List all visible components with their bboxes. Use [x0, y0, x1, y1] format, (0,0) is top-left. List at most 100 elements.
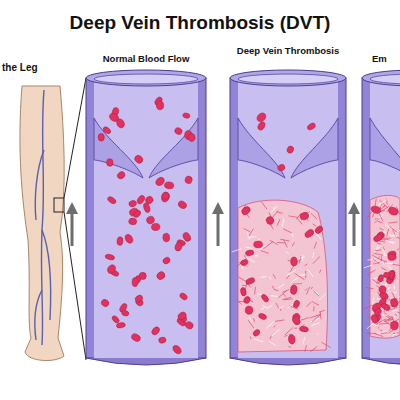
fibrin-strand [272, 286, 275, 290]
fibrin-strand [381, 239, 390, 241]
fibrin-strand [249, 317, 252, 322]
red-blood-cell [98, 133, 105, 141]
vein-line [41, 90, 44, 345]
red-blood-cell [130, 332, 141, 342]
fibrin-strand [277, 219, 280, 226]
fibrin-strand [373, 259, 380, 264]
leg-illustration [20, 78, 86, 361]
fibrin-strand [321, 342, 330, 347]
red-blood-cell [179, 292, 189, 301]
fibrin-strand [248, 236, 257, 238]
valve-flap [94, 118, 143, 178]
red-blood-cell [160, 191, 171, 203]
red-blood-cell [121, 310, 129, 317]
red-blood-cell [245, 249, 254, 256]
fibrin-strand [367, 333, 376, 334]
fibrin-strand [307, 302, 312, 307]
fibrin-strand [288, 260, 291, 261]
fibrin-strand [278, 284, 284, 288]
fibrin-strand [268, 305, 273, 308]
red-blood-cell [184, 321, 194, 331]
red-blood-cell [387, 253, 396, 261]
red-blood-cell [182, 231, 192, 242]
panel-heading: Em [372, 54, 398, 65]
fibrin-strand [301, 318, 309, 321]
red-blood-cell [254, 241, 263, 248]
red-blood-cell [145, 215, 155, 225]
red-blood-cell [245, 277, 256, 286]
vein-wall [230, 78, 346, 358]
fibrin-strand [288, 216, 298, 218]
red-blood-cell [293, 299, 301, 308]
fibrin-strand [248, 320, 254, 328]
red-blood-cell [108, 112, 120, 123]
arrow-head [348, 202, 360, 214]
fibrin-strand [373, 253, 383, 255]
fibrin-strand [382, 331, 387, 332]
fibrin-strand [311, 287, 312, 289]
red-blood-cell [161, 191, 171, 201]
fibrin-strand [367, 270, 375, 275]
red-blood-cell [144, 195, 154, 205]
clot-mass [370, 195, 400, 338]
fibrin-strand [389, 242, 395, 243]
fibrin-strand [381, 260, 387, 263]
fibrin-strand [277, 212, 283, 214]
fibrin-strand [376, 245, 378, 250]
fibrin-strand [312, 252, 314, 257]
fibrin-strand [291, 278, 297, 282]
red-blood-cell [106, 159, 113, 167]
red-blood-cell [291, 257, 298, 266]
fibrin-strand [305, 289, 307, 291]
part-label: the Leg [2, 62, 52, 74]
fibrin-strand [381, 332, 388, 334]
thrombosis-vein [230, 70, 346, 365]
arrow-head [212, 202, 224, 214]
normal-vein [86, 70, 206, 365]
red-blood-cell [116, 170, 126, 180]
fibrin-strand [284, 240, 288, 248]
flow-arrow [348, 202, 360, 246]
fibrin-strand [305, 345, 307, 352]
fibrin-strand [270, 336, 271, 339]
red-blood-cell [265, 215, 275, 226]
fibrin-strand [291, 233, 293, 237]
fibrin-strand [287, 270, 296, 276]
fibrin-strand [249, 229, 254, 236]
fibrin-strand [383, 238, 392, 239]
red-blood-cell [291, 315, 302, 326]
fibrin-strand [270, 295, 277, 297]
fibrin-strand [391, 310, 398, 311]
fibrin-strand [320, 270, 321, 273]
vein-line [35, 150, 44, 220]
red-blood-cell [252, 328, 261, 337]
fibrin-strand [275, 320, 285, 321]
red-blood-cell [288, 334, 296, 344]
red-blood-cell [370, 314, 379, 324]
fibrin-strand [394, 286, 396, 290]
fibrin-strand [386, 240, 394, 244]
red-blood-cell [378, 285, 386, 293]
red-blood-cell [174, 241, 183, 251]
panel-heading: Deep Vein Thrombosis [236, 46, 340, 57]
fibrin-strand [381, 268, 386, 271]
vein-bottom [362, 358, 400, 365]
red-blood-cell [243, 295, 252, 304]
fibrin-strand [309, 210, 311, 218]
red-blood-cell [260, 293, 269, 303]
vein-top-inner [238, 74, 338, 84]
fibrin-strand [388, 235, 397, 237]
vein-top-inner [370, 74, 400, 84]
fibrin-strand [376, 333, 381, 334]
fibrin-strand [273, 324, 274, 325]
fibrin-strand [308, 269, 314, 277]
fibrin-strand [284, 298, 293, 300]
red-blood-cell [111, 315, 120, 325]
red-blood-cell [156, 101, 163, 110]
fibrin-strand [384, 321, 391, 325]
red-blood-cell [107, 196, 118, 205]
fibrin-strand [274, 326, 275, 328]
fibrin-strand [374, 259, 381, 264]
fibrin-strand [397, 248, 399, 250]
red-blood-cell [255, 111, 267, 123]
